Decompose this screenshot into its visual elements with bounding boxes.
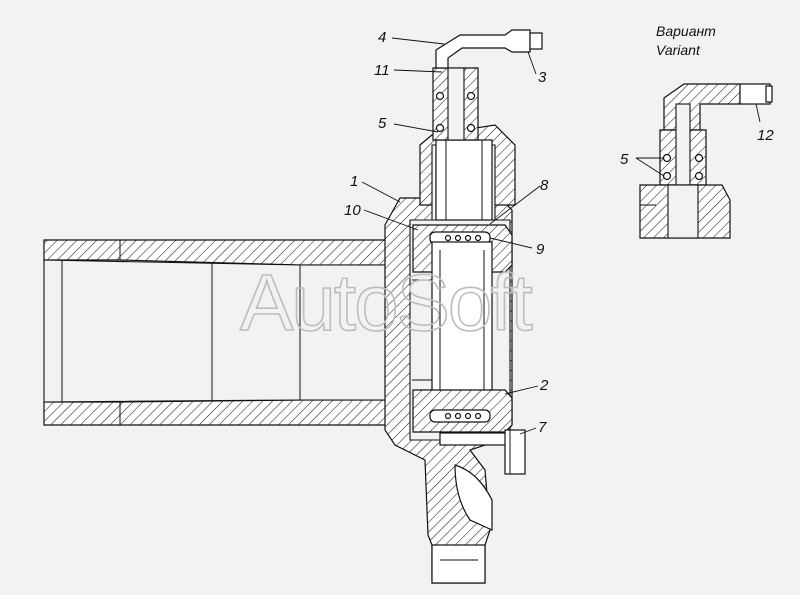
- upper-boss: [419, 124, 516, 221]
- callout-3: 3: [538, 69, 547, 86]
- variant-callout-12: 12: [757, 127, 774, 144]
- needle-rollers-upper: [444, 234, 482, 242]
- variant-inset: Вариант Variant 5 12: [620, 23, 774, 239]
- grease-fitting-column: [432, 29, 543, 141]
- needle-rollers-lower: [444, 412, 482, 420]
- callout-7: 7: [538, 419, 547, 436]
- callout-5: 5: [378, 115, 387, 132]
- watermark-text: AutoSoft: [240, 258, 533, 347]
- callout-leaders: [361, 37, 541, 435]
- variant-title-en: Variant: [656, 42, 701, 58]
- callout-4: 4: [378, 29, 386, 46]
- variant-title-ru: Вариант: [656, 23, 716, 39]
- callout-2: 2: [539, 377, 549, 394]
- callout-8: 8: [540, 177, 549, 194]
- axle-tube: [43, 239, 391, 426]
- callout-10: 10: [344, 202, 361, 219]
- variant-callout-5: 5: [620, 151, 629, 168]
- callout-labels: 4 3 11 5 1 10 8 9 2 7: [344, 29, 549, 436]
- bolt: [439, 429, 526, 475]
- king-pin-and-bearings: [412, 224, 513, 433]
- callout-1: 1: [350, 173, 358, 190]
- callout-11: 11: [374, 62, 390, 79]
- callout-9: 9: [536, 241, 545, 258]
